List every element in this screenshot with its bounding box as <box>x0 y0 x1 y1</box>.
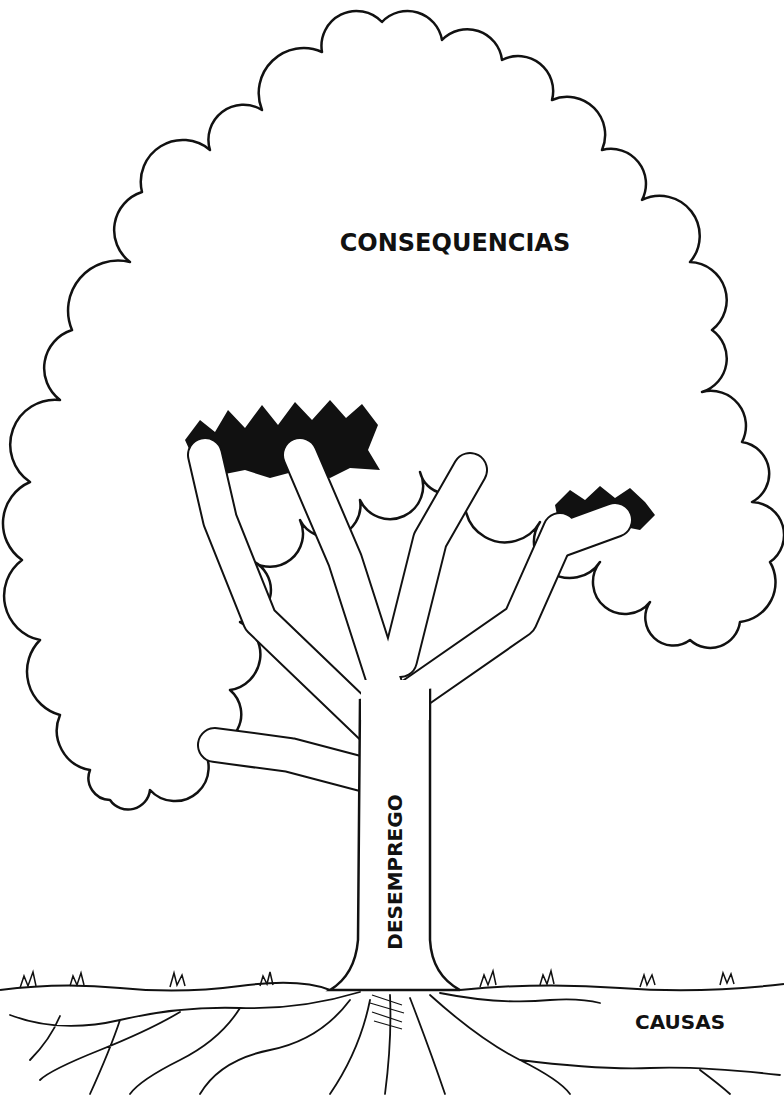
problem-label: DESEMPREGO <box>384 794 406 949</box>
consequences-label: CONSEQUENCIAS <box>340 230 571 256</box>
ground-line <box>0 983 784 991</box>
root-hatching <box>370 995 404 1029</box>
grass <box>20 971 734 988</box>
roots <box>10 992 780 1094</box>
tree-trunk <box>330 690 460 990</box>
causes-label: CAUSAS <box>630 1009 730 1035</box>
tree-crown <box>3 11 784 810</box>
